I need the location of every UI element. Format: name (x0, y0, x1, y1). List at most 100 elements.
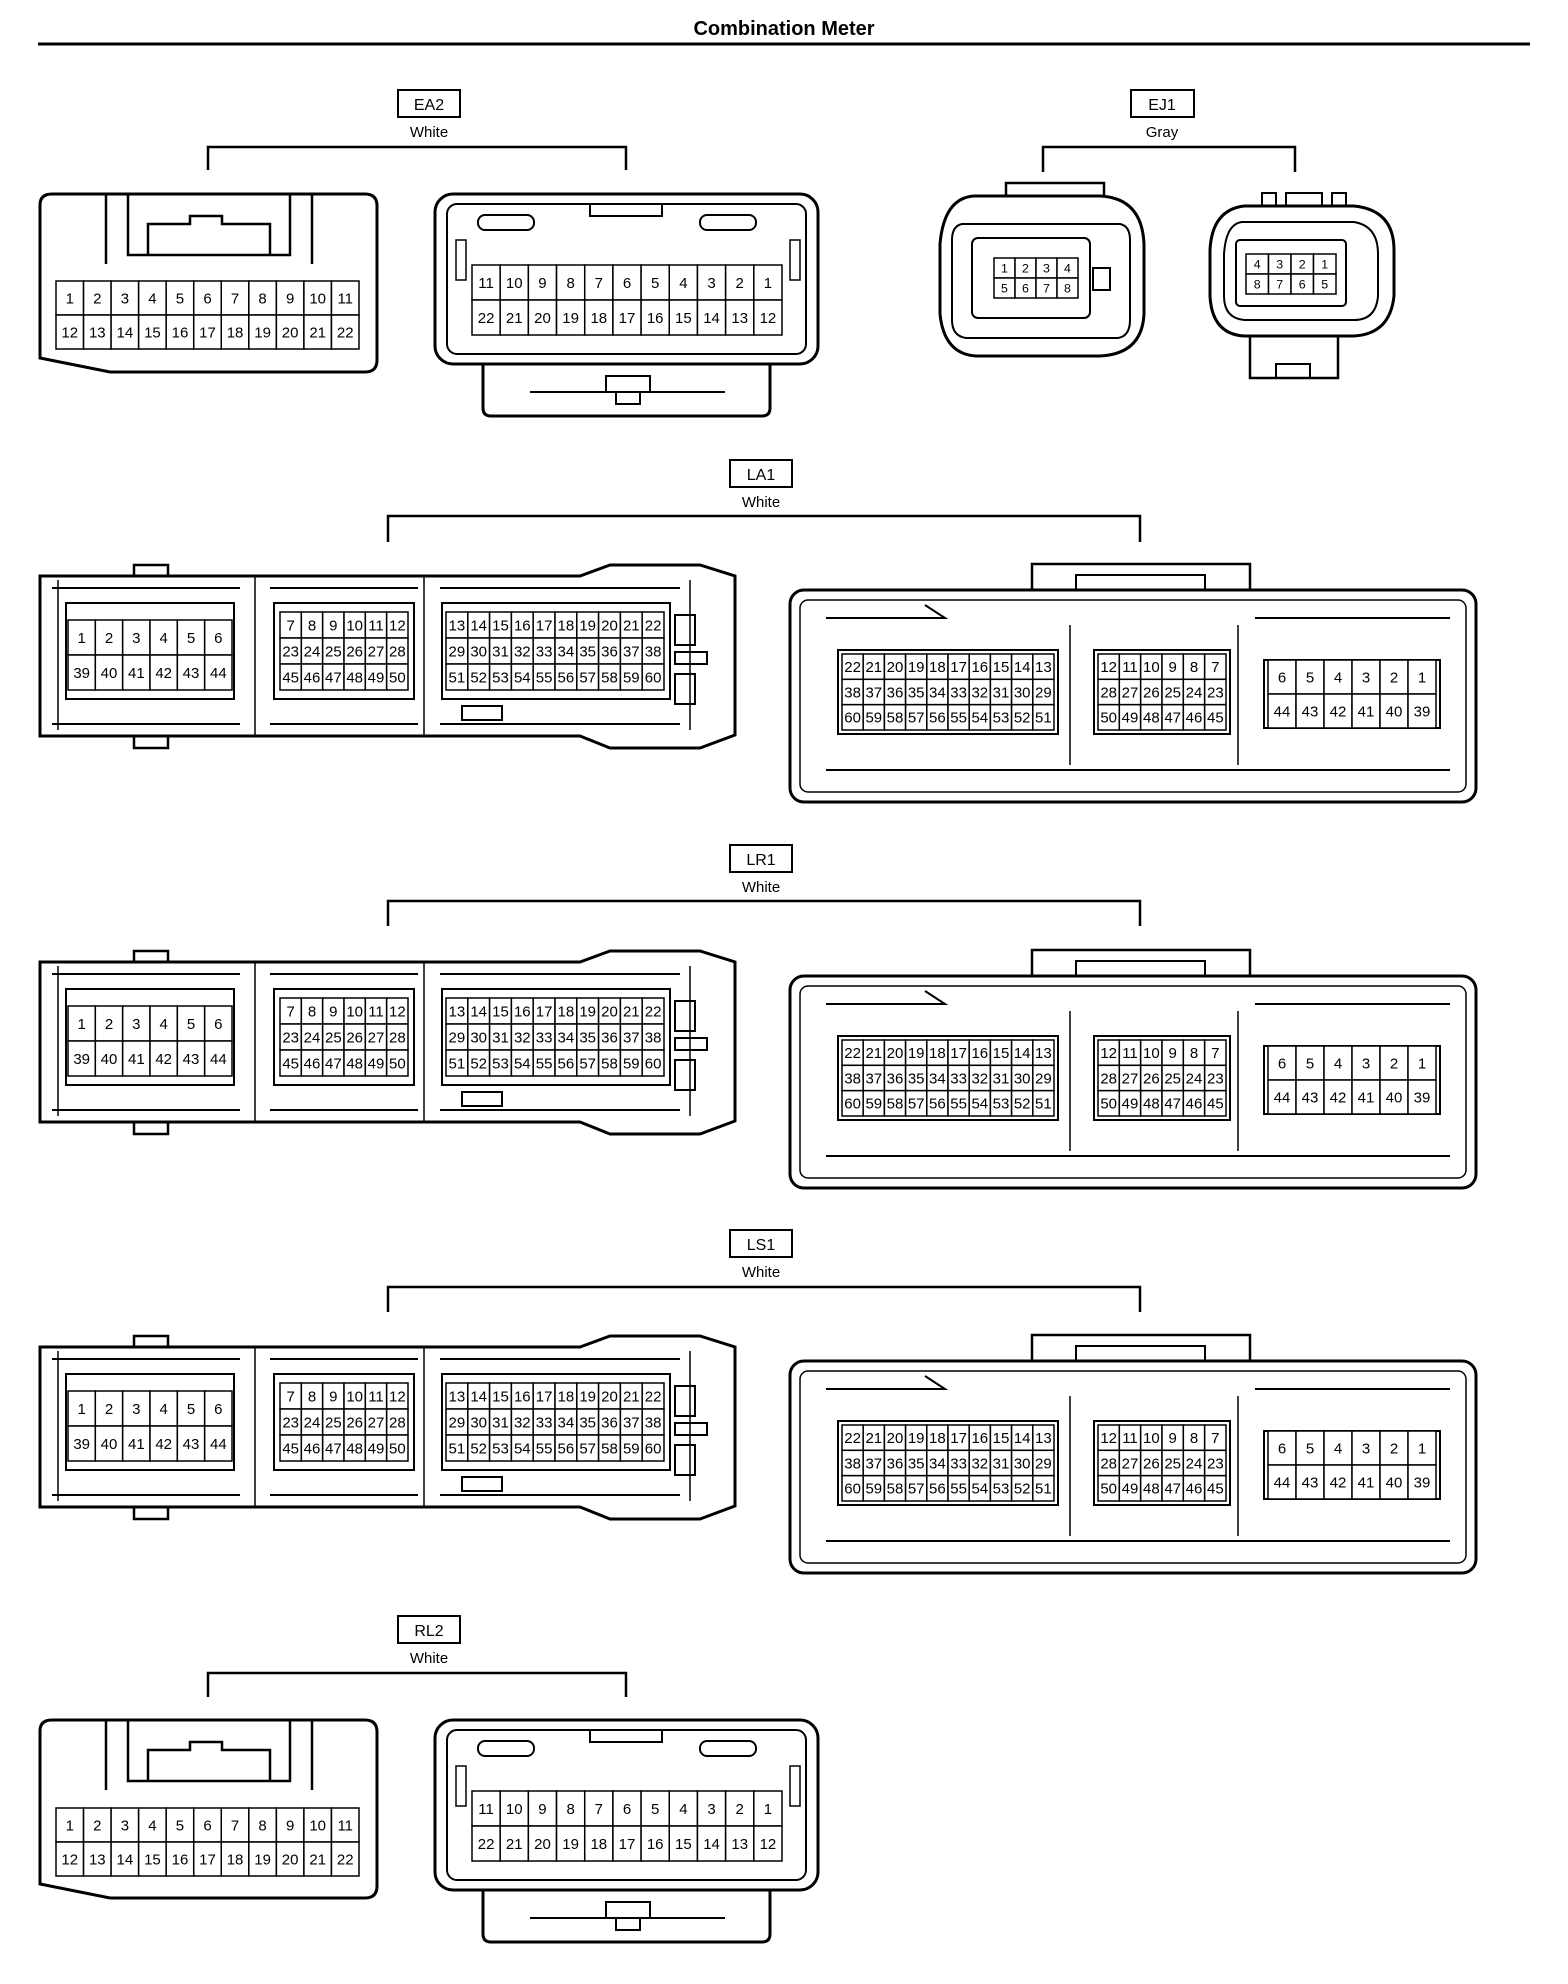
pin-number: 50 (389, 669, 406, 686)
pin-number: 26 (346, 1414, 363, 1431)
pin-number: 20 (887, 1045, 904, 1062)
pin-cell (82, 314, 112, 350)
pin-cell (1267, 1430, 1297, 1466)
pin-number: 10 (346, 1003, 363, 1020)
pin-number: 22 (478, 310, 495, 327)
pin-number: 21 (865, 1045, 882, 1062)
pin-number: 8 (1064, 281, 1071, 295)
pin-cell (641, 1434, 665, 1462)
pin-number: 4 (1064, 261, 1071, 275)
connector-color: Gray (1146, 124, 1179, 141)
pin-number: 46 (1186, 1481, 1203, 1498)
pin-number: 57 (579, 1440, 596, 1457)
pin-number: 21 (309, 1851, 326, 1868)
pin-cell (176, 619, 206, 656)
pin-cell (641, 663, 665, 691)
pin-number: 21 (506, 310, 523, 327)
pin-number: 1 (1418, 1440, 1426, 1457)
pin-number: 43 (1302, 1089, 1319, 1106)
pin-number: 54 (514, 669, 531, 686)
pin-number: 47 (325, 669, 342, 686)
pin-number: 46 (304, 1055, 321, 1072)
pin-number: 17 (950, 1430, 967, 1447)
pin-number: 17 (199, 1851, 216, 1868)
pin-number: 38 (645, 643, 662, 660)
pin-number: 50 (389, 1055, 406, 1072)
pin-cell (94, 1040, 124, 1077)
pin-number: 26 (346, 643, 363, 660)
pin-number: 49 (368, 1440, 385, 1457)
pin-number: 49 (1122, 710, 1139, 727)
pin-number: 5 (651, 275, 659, 292)
connector-code-box (729, 1229, 793, 1258)
pin-number: 37 (623, 643, 640, 660)
pin-cell (149, 619, 179, 656)
pin-number: 11 (337, 290, 353, 307)
pin-number: 7 (595, 1801, 603, 1818)
pin-number: 22 (478, 1836, 495, 1853)
pin-cell (1295, 693, 1325, 729)
pin-number: 4 (679, 1801, 687, 1818)
pin-number: 56 (929, 1481, 946, 1498)
pin-number: 24 (1186, 1070, 1203, 1087)
pin-number: 27 (368, 1414, 385, 1431)
pin-number: 60 (645, 1440, 662, 1457)
pin-number: 20 (282, 324, 299, 341)
pin-cell (94, 654, 124, 691)
pin-number: 51 (449, 1440, 466, 1457)
pin-number: 2 (1390, 1440, 1398, 1457)
pin-cell (303, 280, 333, 316)
pin-cell (192, 314, 223, 350)
pin-number: 36 (887, 1070, 904, 1087)
pin-number: 20 (534, 1836, 551, 1853)
pin-number: 12 (1100, 1045, 1117, 1062)
pin-number: 34 (929, 1070, 946, 1087)
pin-number: 59 (865, 710, 882, 727)
pin-number: 16 (172, 324, 189, 341)
pin-number: 11 (478, 1801, 494, 1818)
pin-cell (1312, 273, 1337, 295)
pin-number: 57 (579, 669, 596, 686)
pin-cell (640, 264, 671, 301)
pin-number: 40 (1386, 1089, 1403, 1106)
pin-number: 22 (844, 1045, 861, 1062)
pin-cell (248, 1807, 278, 1843)
pin-cell (724, 1825, 755, 1862)
pin-cell (220, 1841, 250, 1877)
pin-number: 13 (89, 324, 106, 341)
pin-number: 6 (623, 275, 631, 292)
pin-number: 25 (325, 1029, 342, 1046)
pin-number: 38 (645, 1029, 662, 1046)
pin-cell (1203, 1474, 1227, 1502)
pin-number: 57 (908, 1481, 925, 1498)
pin-number: 18 (558, 1388, 575, 1405)
pin-number: 18 (929, 1430, 946, 1447)
pin-number: 48 (1143, 1096, 1160, 1113)
pin-number: 7 (1211, 659, 1219, 676)
pin-number: 25 (325, 1414, 342, 1431)
pin-number: 16 (172, 1851, 189, 1868)
pin-cell (1323, 1464, 1353, 1500)
pin-cell (176, 1425, 206, 1462)
pin-number: 13 (731, 310, 748, 327)
pin-number: 21 (623, 617, 640, 634)
pin-number: 39 (73, 665, 90, 682)
pin-number: 14 (470, 617, 487, 634)
pin-cell (612, 299, 642, 336)
pin-number: 9 (1168, 1045, 1176, 1062)
pin-cell (137, 314, 167, 350)
pin-number: 5 (1001, 281, 1008, 295)
pin-cell (121, 654, 151, 691)
pin-cell (753, 264, 783, 301)
pin-number: 6 (1278, 1055, 1286, 1072)
pin-cell (471, 1790, 501, 1827)
pin-number: 15 (144, 1851, 161, 1868)
pin-number: 41 (1358, 1089, 1375, 1106)
pin-number: 9 (329, 617, 337, 634)
pin-number: 29 (1035, 1070, 1052, 1087)
